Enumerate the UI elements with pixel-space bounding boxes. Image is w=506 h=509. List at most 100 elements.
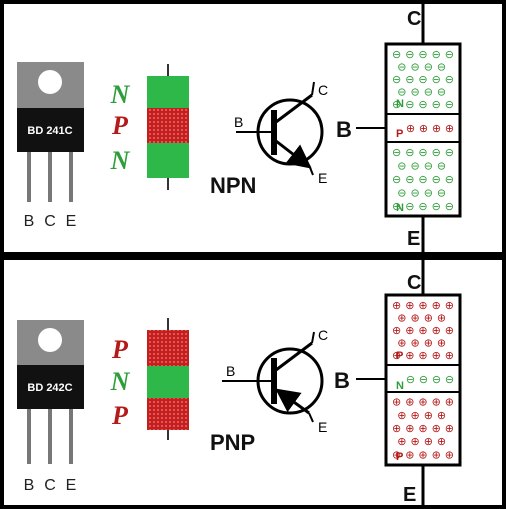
electron-icon: ⊖	[432, 49, 441, 61]
pin-lead	[27, 409, 31, 464]
p-region: ⊕⊕⊕⊕⊕⊕⊕⊕⊕⊕⊕⊕⊕⊕⊕⊕⊕⊕⊕⊕⊕⊕⊕	[392, 300, 454, 362]
region-tag-p: P	[396, 128, 403, 140]
electron-icon: ⊖	[410, 86, 419, 98]
electron-icon: ⊖	[405, 49, 414, 61]
layer-stack: N P N	[110, 64, 189, 190]
hole-icon: ⊕	[437, 313, 446, 325]
hole-icon: ⊕	[418, 423, 427, 435]
electron-icon: ⊖	[397, 188, 406, 200]
to220-package: BD 242C B C E	[17, 320, 84, 494]
hole-icon: ⊕	[424, 313, 433, 325]
n-layer	[147, 366, 189, 398]
hole-icon: ⊕	[405, 350, 414, 362]
hole-icon: ⊕	[437, 436, 446, 448]
electron-icon: ⊖	[424, 160, 433, 172]
hole-icon: ⊕	[397, 410, 406, 422]
npn-panel: BD 241C B C E N P N B	[4, 4, 502, 252]
electron-icon: ⊖	[432, 374, 441, 386]
region-tag-p: P	[396, 350, 403, 362]
electron-icon: ⊖	[405, 201, 414, 213]
semiconductor-block: ⊖⊖⊖⊖⊖⊖⊖⊖⊖⊖⊖⊖⊖⊖⊖⊖⊖⊖⊖⊖⊖⊖⊖ ⊕⊕⊕⊕ ⊖⊖⊖⊖⊖⊖⊖⊖⊖⊖⊖…	[336, 4, 462, 252]
electron-icon: ⊖	[392, 174, 401, 186]
type-label: PNP	[210, 430, 255, 455]
pin-lead	[69, 409, 73, 464]
pin-label-e: E	[66, 477, 77, 494]
terminal-b-label: B	[334, 368, 350, 393]
electron-icon: ⊖	[410, 160, 419, 172]
hole-icon: ⊕	[432, 397, 441, 409]
p-region: ⊕⊕⊕⊕	[406, 123, 454, 135]
hole-icon: ⊕	[432, 350, 441, 362]
electron-icon: ⊖	[445, 201, 454, 213]
pnp-symbol: B C E	[222, 327, 328, 435]
hole-icon: ⊕	[406, 123, 415, 135]
electron-icon: ⊖	[424, 188, 433, 200]
hole-icon: ⊕	[432, 300, 441, 312]
hole-icon: ⊕	[432, 449, 441, 461]
electron-icon: ⊖	[432, 174, 441, 186]
hole-icon: ⊕	[437, 337, 446, 349]
hole-icon: ⊕	[410, 436, 419, 448]
n-region: ⊖⊖⊖⊖	[406, 374, 454, 386]
p-layer	[147, 108, 189, 143]
pnp-panel: BD 242C B C E P N P B C	[4, 260, 502, 506]
pin-lead	[69, 152, 73, 202]
hole-icon: ⊕	[445, 449, 454, 461]
npn-symbol: B C E	[234, 81, 328, 186]
type-label: NPN	[210, 173, 256, 198]
terminal-c-label: C	[407, 272, 421, 294]
pin-lead	[48, 409, 52, 464]
layer-letter-p: P	[111, 335, 129, 364]
hole-icon: ⊕	[392, 300, 401, 312]
package-label: BD 241C	[27, 125, 72, 137]
hole-icon: ⊕	[405, 449, 414, 461]
electron-icon: ⊖	[406, 374, 415, 386]
semiconductor-block: ⊕⊕⊕⊕⊕⊕⊕⊕⊕⊕⊕⊕⊕⊕⊕⊕⊕⊕⊕⊕⊕⊕⊕ ⊖⊖⊖⊖ ⊕⊕⊕⊕⊕⊕⊕⊕⊕⊕⊕…	[334, 260, 462, 506]
electron-icon: ⊖	[405, 99, 414, 111]
hole-icon: ⊕	[418, 325, 427, 337]
hole-icon: ⊕	[410, 337, 419, 349]
electron-icon: ⊖	[418, 201, 427, 213]
hole-icon: ⊕	[418, 350, 427, 362]
electron-icon: ⊖	[437, 188, 446, 200]
pin-label-e: E	[66, 213, 77, 230]
n-layer	[147, 76, 189, 108]
terminal-c-label: C	[407, 8, 421, 30]
electron-icon: ⊖	[418, 99, 427, 111]
hole-icon: ⊕	[397, 436, 406, 448]
electron-icon: ⊖	[397, 86, 406, 98]
electron-icon: ⊖	[397, 160, 406, 172]
electron-icon: ⊖	[445, 74, 454, 86]
electron-icon: ⊖	[445, 99, 454, 111]
symbol-base-label: B	[234, 114, 243, 130]
hole-icon: ⊕	[445, 423, 454, 435]
symbol-emitter-label: E	[318, 419, 327, 435]
hole-icon: ⊕	[392, 325, 401, 337]
hole-icon: ⊕	[445, 350, 454, 362]
electron-icon: ⊖	[405, 74, 414, 86]
hole-icon: ⊕	[445, 123, 454, 135]
terminal-b-label: B	[336, 117, 352, 142]
electron-icon: ⊖	[392, 99, 401, 111]
pin-label-b: B	[24, 477, 35, 494]
electron-icon: ⊖	[424, 62, 433, 74]
terminal-e-label: E	[407, 228, 420, 250]
package-label: BD 242C	[27, 382, 72, 394]
electron-icon: ⊖	[437, 62, 446, 74]
layer-letter-n: N	[110, 80, 131, 109]
n-region: ⊖⊖⊖⊖⊖⊖⊖⊖⊖⊖⊖⊖⊖⊖⊖⊖⊖⊖⊖⊖⊖⊖⊖	[392, 49, 454, 111]
hole-icon: ⊕	[397, 313, 406, 325]
to220-package: BD 241C B C E	[17, 62, 84, 230]
electron-icon: ⊖	[418, 74, 427, 86]
p-layer	[147, 330, 189, 366]
electron-icon: ⊖	[437, 160, 446, 172]
electron-icon: ⊖	[392, 147, 401, 159]
symbol-collector-label: C	[318, 327, 328, 343]
layer-letter-p: P	[111, 111, 129, 140]
pin-label-b: B	[24, 213, 35, 230]
hole-icon: ⊕	[410, 410, 419, 422]
hole-icon: ⊕	[405, 300, 414, 312]
hole-icon: ⊕	[410, 313, 419, 325]
hole-icon: ⊕	[405, 397, 414, 409]
